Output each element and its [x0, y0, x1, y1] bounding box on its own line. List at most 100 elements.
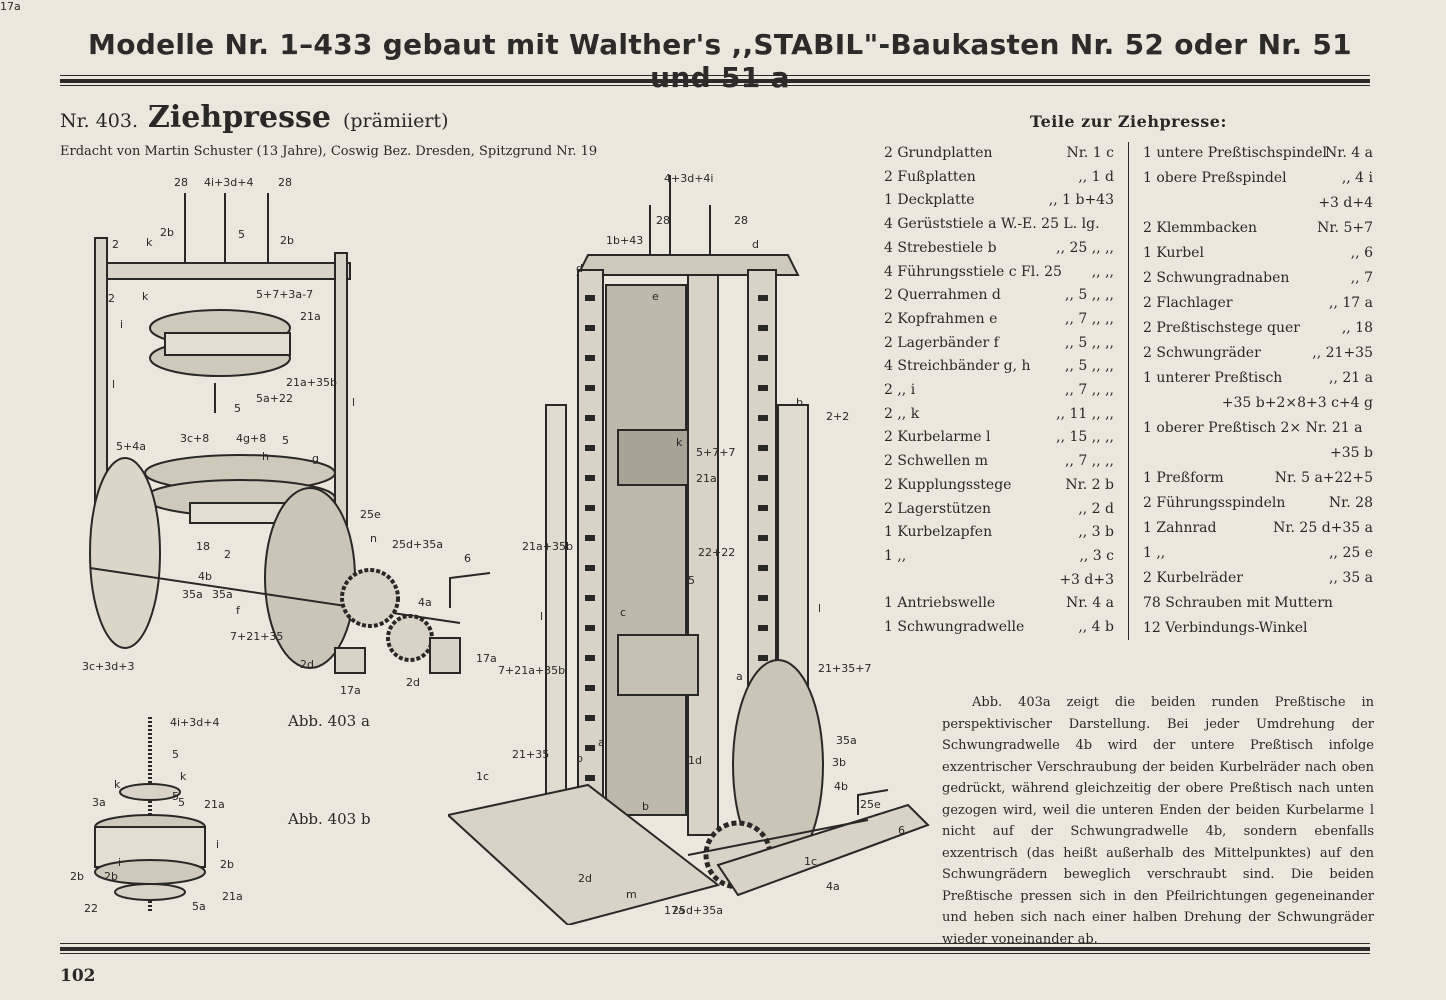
part-reference: ,, 5 ,, ,, — [1065, 334, 1114, 351]
figure-callout-label: d — [752, 238, 759, 251]
figure-callout-label: 5 — [178, 796, 185, 809]
figure-callout-label: g — [312, 452, 319, 465]
part-reference: ,, 4 i — [1341, 170, 1373, 186]
part-name: 1 ,, — [884, 547, 907, 564]
figure-403a-illustration — [89, 193, 491, 674]
model-name: Ziehpresse — [148, 100, 331, 135]
figure-callout-label: i — [118, 856, 122, 869]
figure-callout-label: 22+22 — [698, 546, 736, 559]
figure-callout-label: 25d+35a — [672, 904, 723, 917]
figure-callout-label: 4a — [418, 596, 432, 609]
part-reference: ,, 1 d — [1078, 168, 1114, 185]
footer-rule-thin — [60, 943, 1370, 944]
part-name: 4 Streichbänder g, h — [884, 358, 1031, 375]
figure-callout-label: 2d — [300, 658, 314, 671]
figure-callout-label: b — [642, 800, 649, 813]
figure-callout-label: 18 — [196, 540, 210, 553]
figure-callout-label: i — [120, 318, 124, 331]
figure-callout-label: k — [146, 236, 153, 249]
figure-callout-label: 2b — [160, 226, 174, 239]
part-reference: Nr. 4 a — [1065, 595, 1114, 612]
figure-callout-label: k — [180, 770, 187, 783]
figure-callout-label: 28 — [656, 214, 670, 227]
part-name: 2 ,, k — [884, 405, 920, 422]
figure-callout-label: k — [676, 436, 683, 449]
part-reference: +3 d+4 — [1318, 195, 1373, 211]
part-reference: ,, 15 ,, ,, — [1056, 429, 1114, 446]
figure-callout-label: 22 — [84, 902, 98, 915]
figure-callout-label: 4b — [198, 570, 212, 583]
figure-callout-label: 1c — [476, 770, 490, 783]
part-reference: +35 b — [1330, 445, 1373, 461]
figure-callout-label: 5a+22 — [256, 392, 293, 405]
part-reference: ,, 1 b+43 — [1048, 192, 1114, 209]
part-name: 2 Schwungradnaben — [1143, 270, 1290, 286]
figure-callout-label: l — [540, 610, 544, 623]
part-name: 4 Strebestiele b — [884, 239, 997, 256]
figure-callout-label: 4b — [834, 780, 848, 793]
figure-callout-label: b — [796, 396, 803, 409]
figure-callout-label: 4+3d+4i — [664, 172, 714, 185]
figure-callout-label: 4i+3d+4 — [170, 716, 220, 729]
part-reference: ,, 35 a — [1329, 570, 1373, 586]
figure-callout-label: k — [114, 778, 121, 791]
figure-callout-label: 2 — [112, 238, 119, 251]
part-reference: ,, 25 e — [1329, 545, 1373, 561]
part-name: 1 Kurbel — [1143, 245, 1204, 261]
page-header-title: Modelle Nr. 1–433 gebaut mit Walther's ,… — [88, 28, 1352, 94]
part-name: 1 Antriebswelle — [884, 595, 996, 612]
figure-callout-label: 21+35 — [512, 748, 550, 761]
part-reference: ,, 7 — [1350, 270, 1373, 286]
figure-callout-label: 3c+3d+3 — [82, 660, 135, 673]
part-name: 2 Schwellen m — [884, 453, 989, 470]
figure-callout-label: 2b — [104, 870, 118, 883]
part-name: 1 Schwungradwelle — [884, 619, 1025, 635]
part-reference: ,, 18 — [1341, 320, 1373, 336]
part-name: 1 ,, — [1143, 545, 1166, 561]
figure-callout-label: 21a+35b — [522, 540, 573, 553]
figure-callout-label: c — [620, 606, 627, 619]
figure-callout-label: 21a — [300, 310, 321, 323]
footer-rule-thin — [60, 953, 1370, 954]
part-reference: ,, 2 d — [1078, 500, 1114, 517]
figure-callout-label: 5 — [282, 434, 289, 447]
figure-callout-label: 2b — [280, 234, 294, 247]
part-reference: +35 b+2×8+3 c+4 g — [1221, 395, 1373, 411]
page-number: 102 — [60, 966, 96, 986]
figure-callout-label: 17a — [664, 904, 685, 917]
figure-callout-label: 5 — [172, 748, 179, 761]
part-name: 2 Kurbelarme l — [884, 429, 991, 446]
figure-callout-label: 5+4a — [116, 440, 146, 453]
figure-callout-label: l — [112, 378, 116, 391]
part-reference: ,, 3 b — [1078, 524, 1114, 541]
figure-callout-label: n — [370, 532, 377, 545]
part-reference: ,, 21 a — [1329, 370, 1373, 386]
part-reference: ,, 17 a — [1329, 295, 1373, 311]
header-rule-thin — [60, 85, 1370, 86]
figure-callout-label: 5a — [192, 900, 206, 913]
part-name: 2 Flachlager — [1143, 295, 1233, 311]
figure-callout-label: 5+7+3a-7 — [256, 288, 314, 301]
figure-callout-label: 6 — [464, 552, 471, 565]
part-name: 1 untere Preßtischspindel — [1143, 145, 1327, 161]
part-reference: Nr. 2 b — [1065, 476, 1114, 493]
figure-403b-caption: Abb. 403 b — [288, 810, 371, 828]
part-name: 4 Gerüststiele a W.-E. 25 L. lg. — [884, 216, 1100, 233]
figure-callout-label: 5+7+7 — [696, 446, 736, 459]
part-name: 2 Führungsspindeln — [1143, 495, 1286, 511]
part-name: 78 Schrauben mit Muttern — [1143, 595, 1333, 611]
figure-callout-label: 25e — [360, 508, 381, 521]
figure-callout-label: 6 — [898, 824, 905, 837]
part-name: 2 Lagerbänder f — [884, 334, 999, 351]
part-reference: ,, 7 ,, ,, — [1065, 453, 1114, 470]
figure-callout-label: a — [736, 670, 743, 683]
figure-callout-label: 21+35+7 — [818, 662, 872, 675]
figure-callout-label: 1b+43 — [606, 234, 644, 247]
figure-callout-label: 21a — [222, 890, 243, 903]
part-name: 1 Kurbelzapfen — [884, 524, 993, 541]
figure-callout-label: 2 — [224, 548, 231, 561]
figure-callout-label: 25d+35a — [392, 538, 443, 551]
figure-callout-label: 3b — [832, 756, 846, 769]
figure-callout-label: 21a — [204, 798, 225, 811]
figure-callout-label: k — [142, 290, 149, 303]
